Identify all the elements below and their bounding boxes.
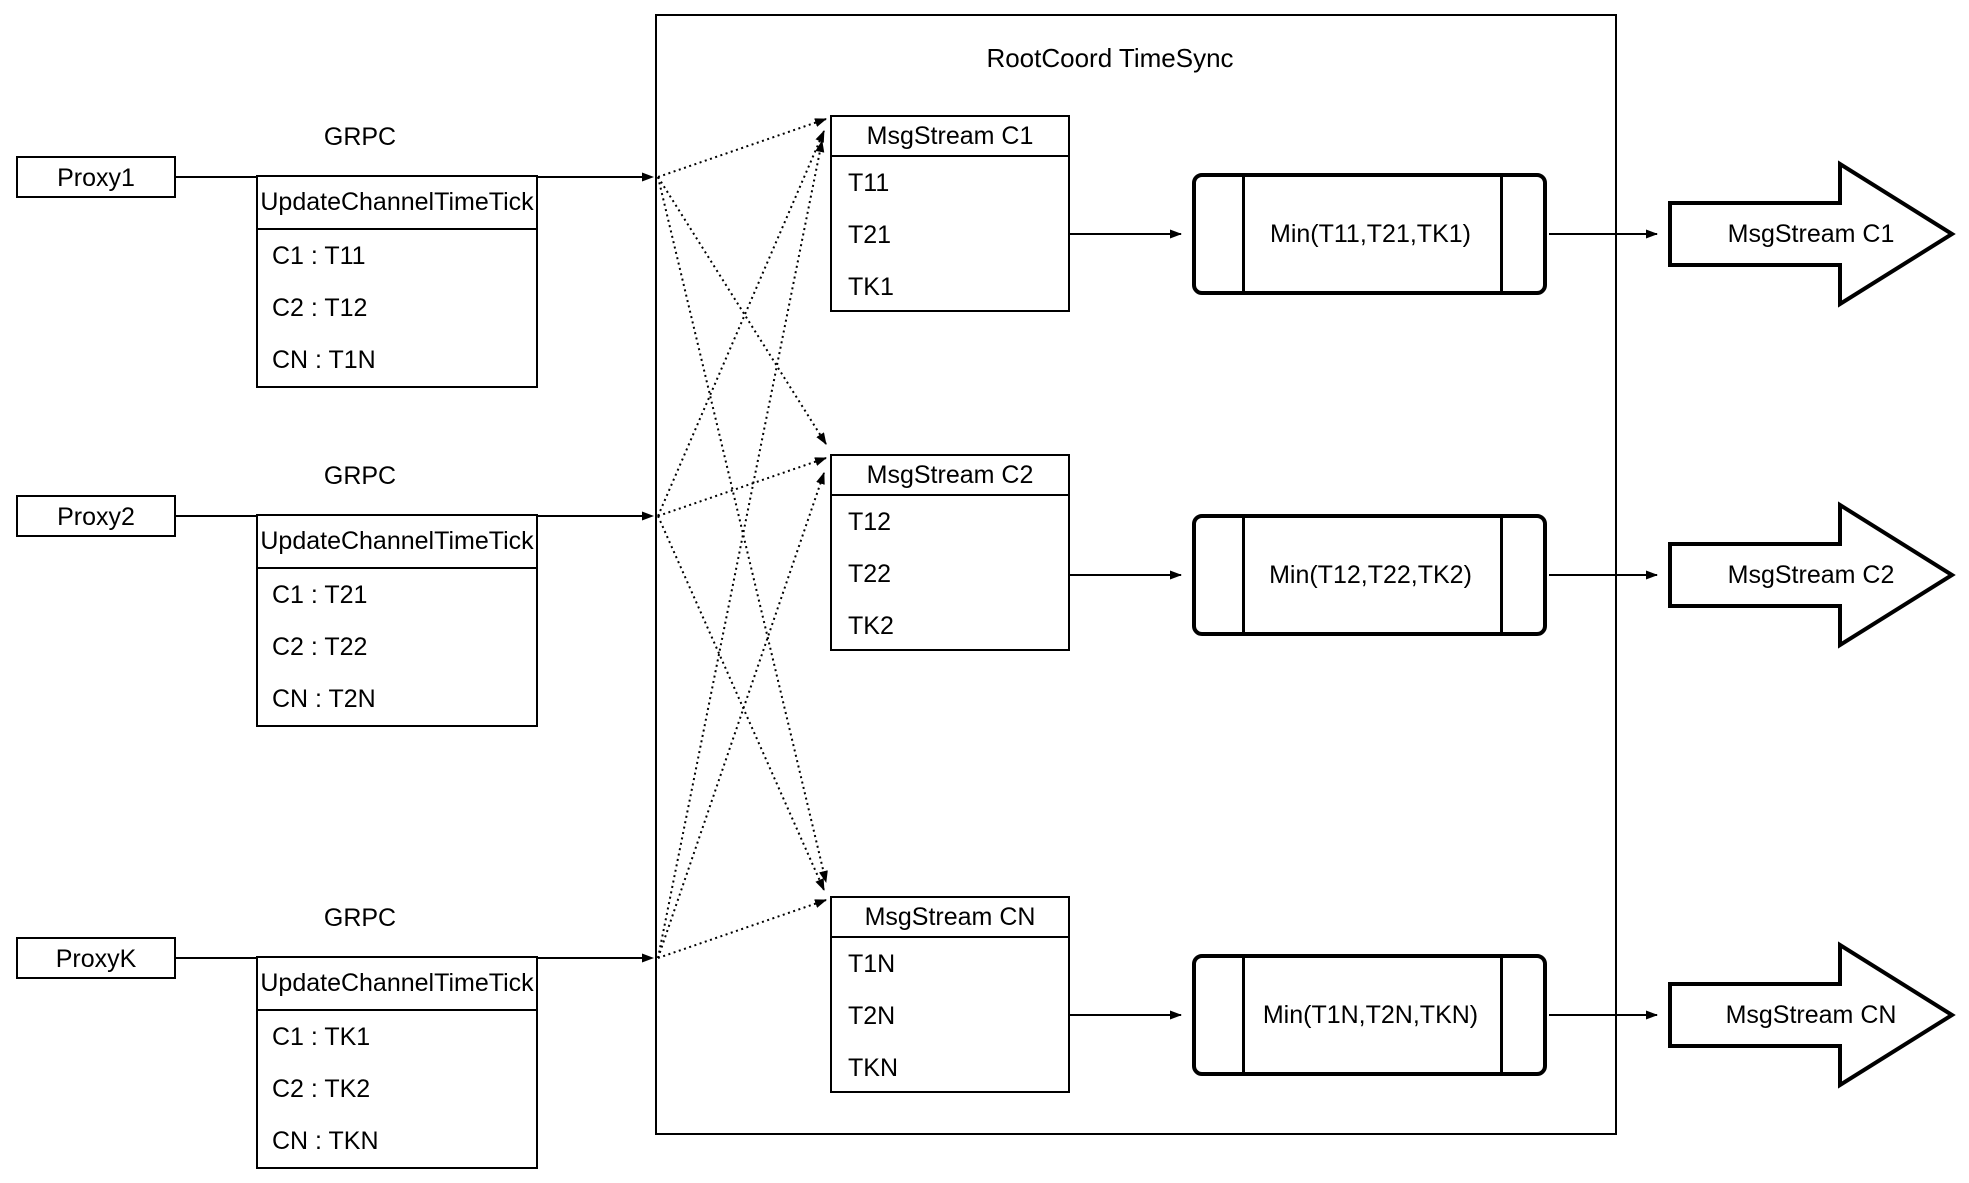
dotted-broadcast-line: [657, 118, 827, 178]
update-timetick-table: UpdateChannelTimeTick C1 : TK1 C2 : TK2 …: [256, 956, 538, 1169]
min-process-box: Min(T12,T22,TK2): [1192, 514, 1547, 636]
proxy-box: Proxy1: [16, 156, 176, 198]
table-row: CN : TKN: [272, 1127, 379, 1155]
table-row: T1N: [848, 950, 896, 978]
table-row: T12: [848, 508, 892, 536]
table-row: T2N: [848, 1002, 896, 1030]
process-divider: [1242, 177, 1245, 291]
msgstream-table: MsgStream C2 T12 T22 TK2: [830, 454, 1070, 651]
update-table-header: UpdateChannelTimeTick: [258, 177, 536, 230]
table-row: C2 : TK2: [272, 1075, 371, 1103]
output-block-arrow: [1668, 941, 1956, 1089]
output-arrow-label: MsgStream C1: [1727, 220, 1895, 248]
table-row: C1 : T21: [272, 581, 368, 609]
msgstream-table-header: MsgStream C2: [832, 456, 1068, 496]
update-timetick-table: UpdateChannelTimeTick C1 : T21 C2 : T22 …: [256, 514, 538, 727]
dotted-broadcast-line: [657, 457, 827, 517]
rootcoord-title: RootCoord TimeSync: [986, 43, 1234, 73]
table-row: C2 : T22: [272, 633, 368, 661]
table-row: TKN: [848, 1054, 898, 1082]
table-row: TK1: [848, 273, 894, 301]
grpc-label: GRPC: [323, 904, 397, 932]
proxy-box: ProxyK: [16, 937, 176, 979]
output-block-arrow: [1668, 160, 1956, 308]
table-row: C2 : T12: [272, 294, 368, 322]
update-timetick-table: UpdateChannelTimeTick C1 : T11 C2 : T12 …: [256, 175, 538, 388]
min-process-box: Min(T1N,T2N,TKN): [1192, 954, 1547, 1076]
dotted-broadcast-line: [657, 140, 825, 959]
msgstream-table-header: MsgStream C1: [832, 117, 1068, 157]
grpc-label: GRPC: [323, 462, 397, 490]
proxy-box: Proxy2: [16, 495, 176, 537]
table-row: CN : T1N: [272, 346, 376, 374]
msgstream-table: MsgStream C1 T11 T21 TK1: [830, 115, 1070, 312]
table-row: T21: [848, 221, 892, 249]
table-row: CN : T2N: [272, 685, 376, 713]
process-divider: [1242, 518, 1245, 632]
rootcoord-timesync-container: [655, 14, 1617, 1135]
min-label: Min(T11,T21,TK1): [1270, 220, 1471, 248]
dotted-broadcast-line: [657, 130, 825, 517]
output-arrow-label: MsgStream CN: [1725, 1001, 1897, 1029]
min-label: Min(T12,T22,TK2): [1269, 561, 1472, 589]
table-row: C1 : T11: [272, 242, 366, 270]
dotted-broadcast-line: [657, 899, 827, 959]
table-row: TK2: [848, 612, 894, 640]
process-divider: [1500, 518, 1503, 632]
dotted-broadcast-line: [657, 515, 825, 891]
process-divider: [1500, 958, 1503, 1072]
min-process-box: Min(T11,T21,TK1): [1192, 173, 1547, 295]
update-table-header: UpdateChannelTimeTick: [258, 958, 536, 1011]
update-table-header: UpdateChannelTimeTick: [258, 516, 536, 569]
table-row: T11: [848, 169, 890, 197]
min-label: Min(T1N,T2N,TKN): [1262, 1001, 1479, 1029]
process-divider: [1500, 177, 1503, 291]
msgstream-table: MsgStream CN T1N T2N TKN: [830, 896, 1070, 1093]
output-arrow-label: MsgStream C2: [1727, 561, 1895, 589]
output-block-arrow: [1668, 501, 1956, 649]
table-row: C1 : TK1: [272, 1023, 371, 1051]
msgstream-table-header: MsgStream CN: [832, 898, 1068, 938]
table-row: T22: [848, 560, 892, 588]
grpc-label: GRPC: [323, 123, 397, 151]
process-divider: [1242, 958, 1245, 1072]
